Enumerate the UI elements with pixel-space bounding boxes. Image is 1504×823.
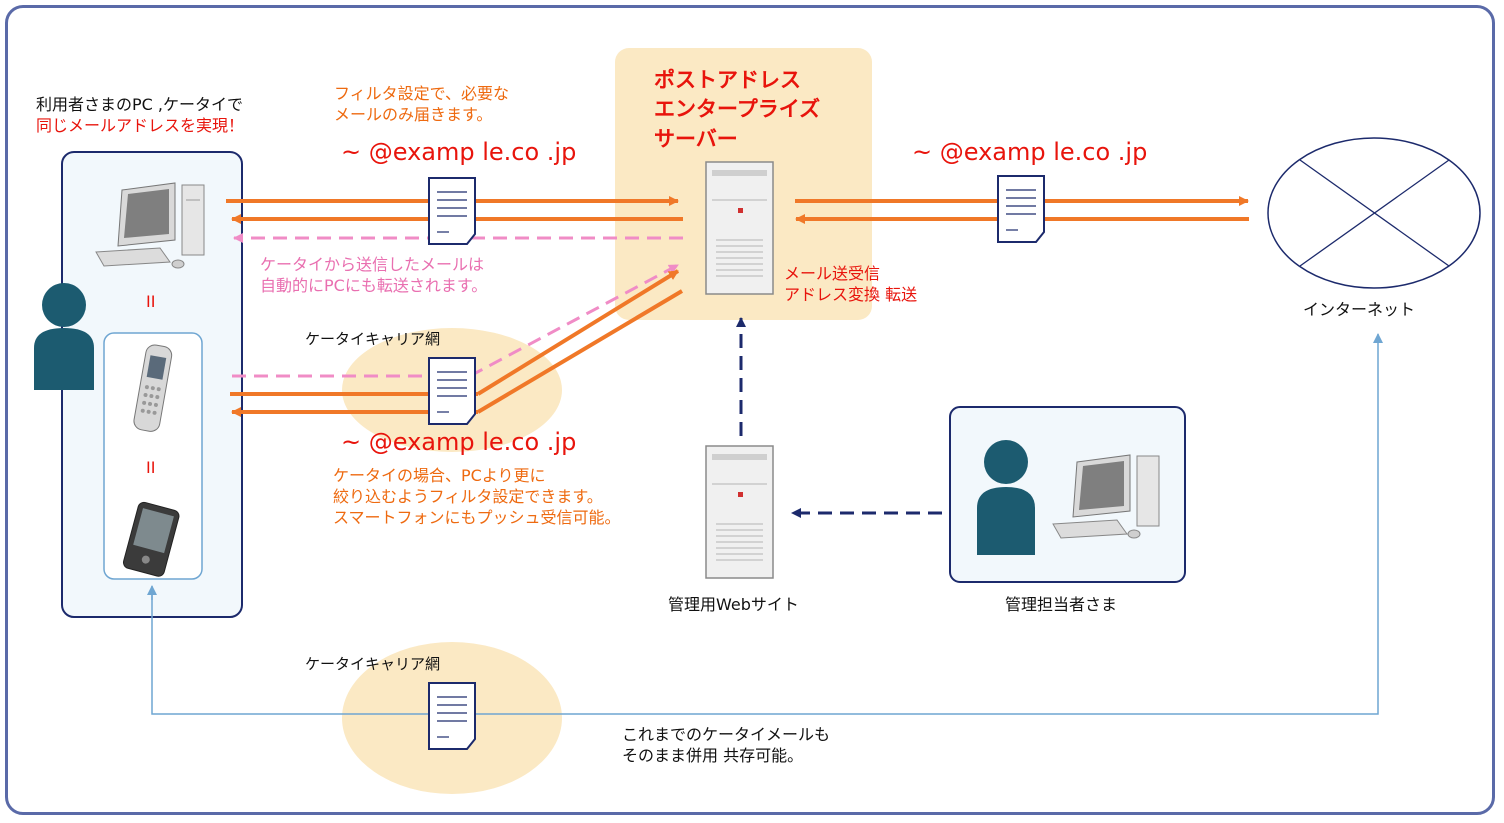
server-title-line1: ポストアドレス [654,68,801,92]
mobile-note-line3: スマートフォンにもプッシュ受信可能。 [333,507,621,527]
user-caption-line2: 同じメールアドレスを実現！ [36,115,245,135]
address-label: ~ @examp le.co .jp [912,138,1148,166]
filter-note-line2: メールのみ届きます。 [334,104,493,124]
mail-document-icon [428,357,476,425]
forward-note-line1: ケータイから送信したメールは [260,255,485,274]
diagram-frame [5,5,1495,815]
filter-note: フィルタ設定で、必要な メールのみ届きます。 [334,84,509,126]
mail-server-icon [705,161,774,295]
server-title-line3: サーバー [654,126,738,151]
internet-label: インターネット [1303,300,1416,319]
address-label: ~ @examp le.co .jp [341,138,577,166]
equivalence-mark: II [146,292,156,311]
mobile-to-server-arrow [476,269,680,396]
admin-person-label: 管理担当者さま [1005,595,1118,614]
filter-note-line1: フィルタ設定で、必要な [334,84,510,103]
admin-site-label: 管理用Webサイト [668,595,799,614]
mobile-note-line2: 絞り込むようフィルタ設定できます。 [333,486,603,506]
user-caption-line1: 利用者さまのPC ,ケータイで [36,95,243,114]
legacy-note: これまでのケータイメールも そのまま併用 共存可能。 [622,725,830,767]
admin-web-server-icon [705,445,774,579]
carrier-network-label: ケータイキャリア網 [305,655,441,673]
server-function-line2: アドレス変換 転送 [784,284,918,304]
user-person-icon [34,283,94,390]
user-pc-icon [95,182,205,269]
admin-pc-icon [1052,454,1160,539]
equivalence-mark: II [146,458,156,477]
forward-note: ケータイから送信したメールは 自動的にPCにも転送されます。 [260,255,487,297]
legacy-carrier-line [151,588,1379,715]
internet-cloud [1267,137,1481,289]
mobile-phone-icon [133,344,173,432]
mail-document-icon [428,177,476,245]
server-title: ポストアドレス エンタープライズ サーバー [654,66,820,154]
server-functions: メール送受信 アドレス変換 転送 [784,264,917,306]
address-label: ~ @examp le.co .jp [341,428,577,456]
forward-note-line2: 自動的にPCにも転送されます。 [260,275,488,295]
user-caption: 利用者さまのPC ,ケータイで 同じメールアドレスを実現！ [36,95,244,137]
mobile-note-line1: ケータイの場合、PCより更に [333,466,546,485]
legacy-note-line2: そのまま併用 共存可能。 [622,745,804,765]
admin-person-icon [977,440,1035,555]
mail-document-icon [428,682,476,750]
server-down-line [476,289,684,414]
mail-document-icon [997,175,1045,243]
mobile-note: ケータイの場合、PCより更に 絞り込むようフィルタ設定できます。 スマートフォン… [333,466,621,528]
server-function-line1: メール送受信 [784,264,881,283]
mobile-send-arrow [469,263,679,378]
server-title-line2: エンタープライズ [654,97,821,122]
legacy-note-line1: これまでのケータイメールも [622,725,831,744]
smartphone-icon [122,501,180,577]
carrier-network-label: ケータイキャリア網 [305,330,441,348]
